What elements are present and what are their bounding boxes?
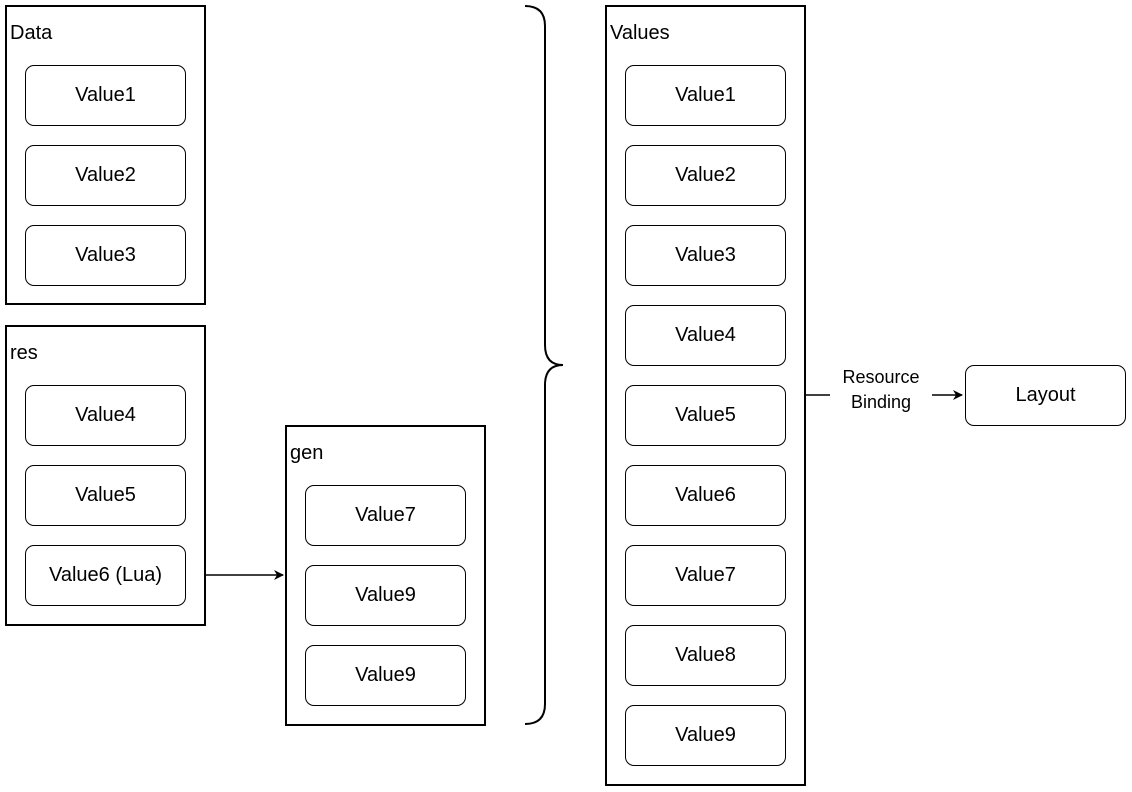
resource-binding-line1: Resource [842, 367, 920, 387]
gen-group-title: gen [290, 442, 324, 464]
values-value7-node: Value7 [625, 545, 786, 606]
data-value3-node: Value3 [25, 225, 186, 286]
res-value6-lua-node: Value6 (Lua) [25, 545, 186, 606]
res-group-title: res [10, 342, 38, 364]
res-value4-node: Value4 [25, 385, 186, 446]
values-value2-node: Value2 [625, 145, 786, 206]
values-value4-node: Value4 [625, 305, 786, 366]
values-value9-node: Value9 [625, 705, 786, 766]
resource-binding-line2: Binding [850, 392, 912, 412]
curly-brace [524, 5, 564, 725]
gen-value9b-node: Value9 [305, 645, 466, 706]
resource-binding-label: Resource Binding [830, 365, 932, 415]
layout-node: Layout [965, 365, 1126, 426]
data-value2-node: Value2 [25, 145, 186, 206]
values-value5-node: Value5 [625, 385, 786, 446]
values-value8-node: Value8 [625, 625, 786, 686]
values-value1-node: Value1 [625, 65, 786, 126]
values-value3-node: Value3 [625, 225, 786, 286]
values-group-title: Values [610, 22, 670, 44]
data-group-title: Data [10, 22, 53, 44]
data-value1-node: Value1 [25, 65, 186, 126]
gen-value9-node: Value9 [305, 565, 466, 626]
values-value6-node: Value6 [625, 465, 786, 526]
res-value5-node: Value5 [25, 465, 186, 526]
gen-value7-node: Value7 [305, 485, 466, 546]
